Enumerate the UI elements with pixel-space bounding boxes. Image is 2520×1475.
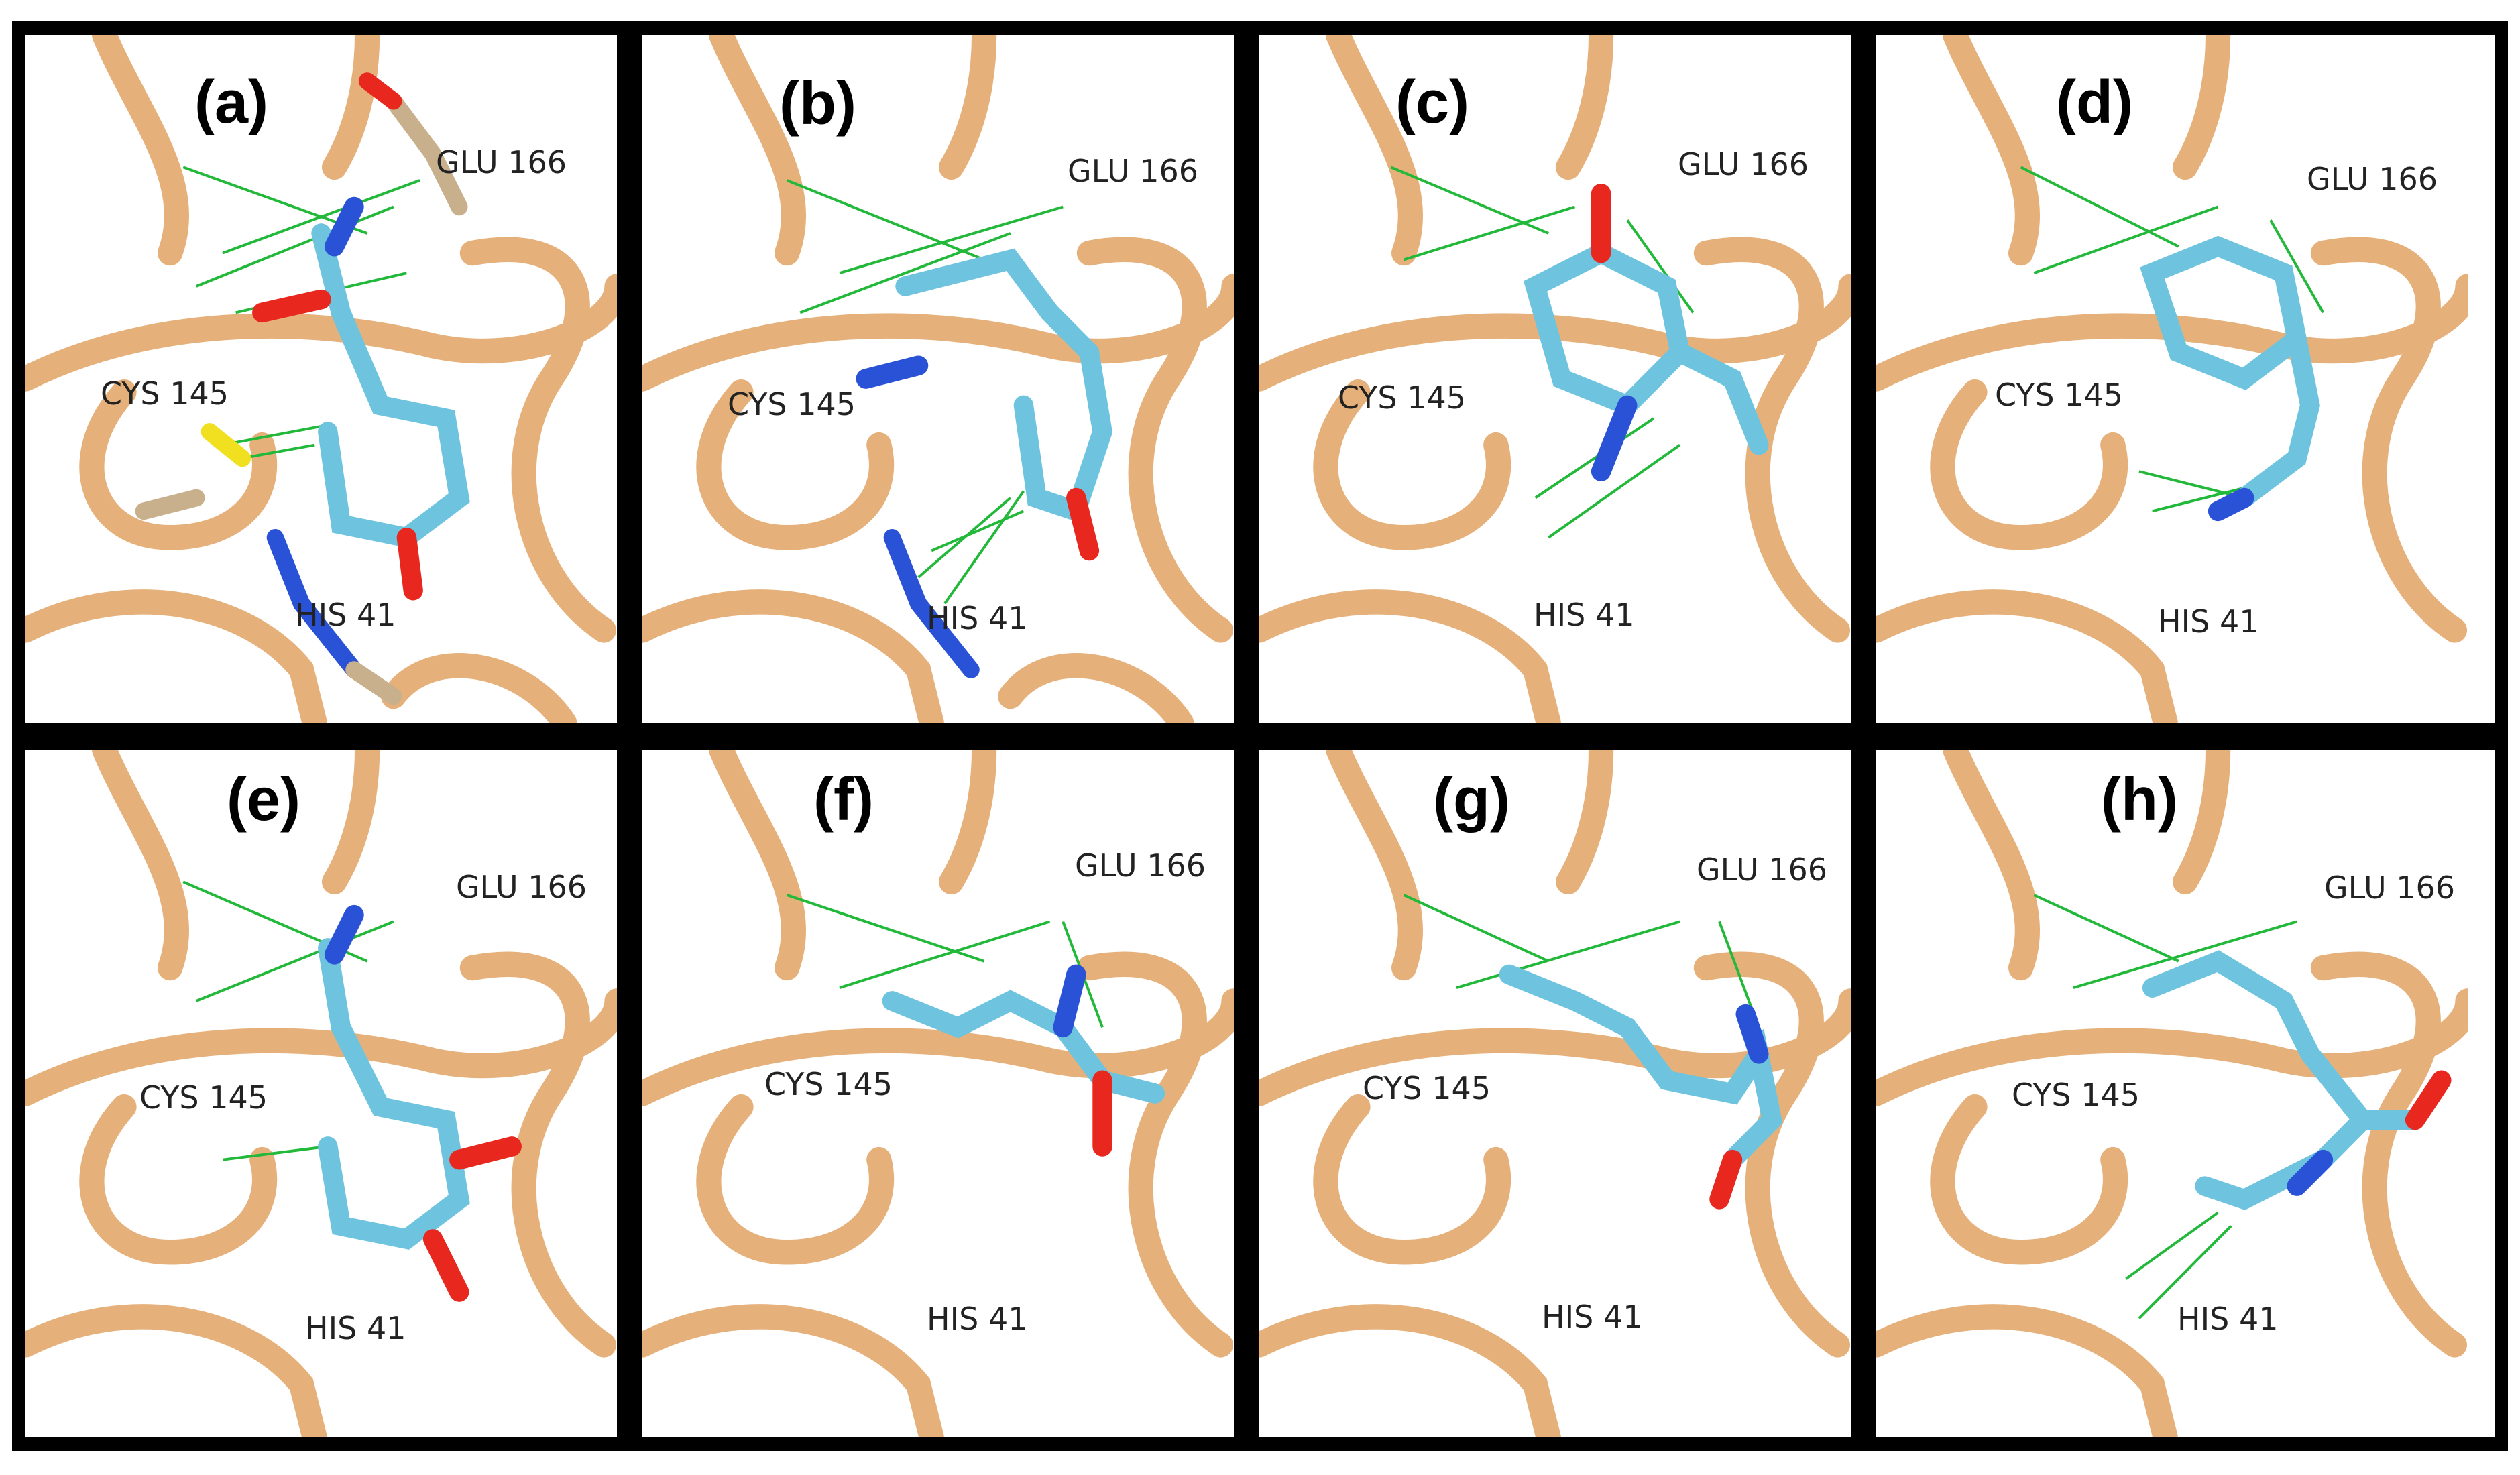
protein-ribbon [25,750,617,1437]
panel-h [1876,750,2468,1437]
panel-h-scene [1876,750,2468,1437]
label-a: (a) [194,69,268,136]
contacts [1390,166,1695,539]
divider-v2-bottom [1234,736,1259,1451]
protein-ribbon [25,35,617,723]
ligand [1524,183,1769,481]
label-f: (f) [813,766,874,833]
residue-his-label-b: HIS 41 [927,600,1028,636]
residue-cys-label-f: CYS 145 [764,1066,893,1102]
divider-v1-bottom [617,736,642,1451]
residue-his-label-f: HIS 41 [927,1301,1028,1337]
contacts [786,179,1064,605]
ligand [252,196,470,601]
label-g: (g) [1433,766,1510,833]
panel-a [25,35,617,723]
protein-ribbon [642,750,1234,1437]
residue-cys-label-g: CYS 145 [1363,1070,1491,1106]
panel-e-scene [25,750,617,1437]
ligand [1499,964,1783,1210]
contacts [182,880,394,1161]
panel-b [642,35,1234,723]
protein-ribbon [1876,750,2468,1437]
protein-ribbon [1876,35,2468,723]
ligand [2140,235,2320,522]
residue-glu-label-e: GLU 166 [456,869,587,905]
panel-g-scene [1259,750,1851,1437]
residue-his-label-g: HIS 41 [1542,1299,1643,1335]
residue-glu-label-b: GLU 166 [1068,153,1199,189]
label-h: (h) [2101,766,2178,833]
protein-ribbon [1259,35,1851,723]
divider-v1-top [617,21,642,736]
residue-glu-side [358,72,468,216]
panel-e [25,750,617,1437]
residue-his-side [266,528,402,705]
panel-f-scene [642,750,1234,1437]
protein-ribbon [642,35,1234,723]
residue-glu-label-f: GLU 166 [1075,847,1206,884]
divider-h [12,723,2508,750]
residue-his-label-d: HIS 41 [2158,603,2259,640]
panel-c-scene [1259,35,1851,723]
divider-v3-top [1851,21,1876,736]
divider-v2-top [1234,21,1259,736]
residue-glu-label-d: GLU 166 [2307,161,2438,197]
panel-f [642,750,1234,1437]
ligand [856,248,1113,561]
protein-ribbon [1259,750,1851,1437]
residue-his-side [883,528,980,678]
contacts [2033,894,2297,1319]
residue-cys-label-h: CYS 145 [2012,1077,2140,1113]
residue-glu-label-h: GLU 166 [2324,870,2456,906]
residue-cys-label-c: CYS 145 [1338,379,1467,416]
residue-cys-label-e: CYS 145 [139,1079,268,1116]
residue-glu-label-a: GLU 166 [436,144,567,180]
residue-cys-label-a: CYS 145 [101,375,229,412]
panel-b-scene [642,35,1234,723]
residue-his-label-h: HIS 41 [2177,1301,2279,1337]
label-d: (d) [2056,69,2133,136]
ligand [318,904,522,1302]
panel-d [1876,35,2468,723]
residue-glu-label-g: GLU 166 [1697,851,1828,888]
residue-cys-side [135,423,251,520]
panel-c [1259,35,1851,723]
label-e: (e) [227,766,300,833]
panel-g [1259,750,1851,1437]
panel-a-scene [25,35,617,723]
residue-his-label-e: HIS 41 [305,1310,406,1346]
ligand [2142,950,2452,1210]
label-c: (c) [1395,69,1469,136]
label-b: (b) [779,70,856,137]
residue-his-label-a: HIS 41 [295,597,396,633]
residue-cys-label-d: CYS 145 [1995,377,2124,413]
ligand [882,964,1165,1157]
contacts [786,894,1104,1028]
divider-v3-bottom [1851,736,1876,1451]
residue-his-label-c: HIS 41 [1534,597,1635,633]
residue-glu-label-c: GLU 166 [1678,146,1809,182]
panel-d-scene [1876,35,2468,723]
residue-cys-label-b: CYS 145 [728,386,856,422]
